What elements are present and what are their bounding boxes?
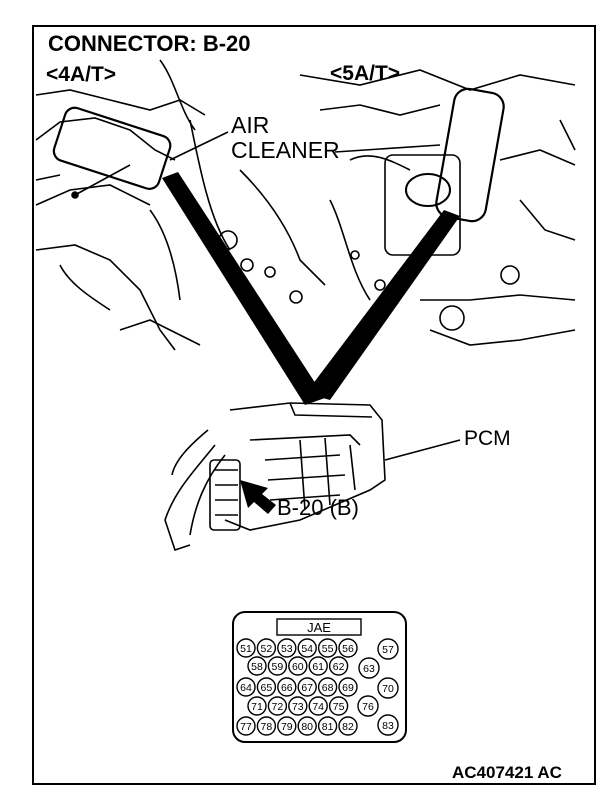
pin-67: 67 [297, 677, 317, 697]
pin-61: 61 [308, 656, 328, 676]
svg-text:66: 66 [281, 682, 293, 694]
right-engine-bay-sketch [299, 69, 576, 346]
svg-text:51: 51 [240, 643, 252, 655]
svg-text:64: 64 [240, 682, 252, 694]
pin-74: 74 [308, 696, 328, 716]
svg-text:71: 71 [251, 701, 263, 713]
pin-65: 65 [256, 677, 277, 697]
air-cleaner-label-line1: AIR [231, 112, 270, 138]
svg-text:80: 80 [301, 721, 313, 733]
pin-52: 52 [256, 638, 277, 658]
svg-text:61: 61 [312, 661, 324, 673]
svg-text:73: 73 [292, 701, 304, 713]
svg-text:67: 67 [301, 682, 313, 694]
pin-56: 56 [338, 638, 358, 658]
svg-text:63: 63 [363, 663, 375, 675]
pin-57: 57 [377, 638, 399, 660]
pinout-header: JAE [307, 620, 331, 635]
svg-text:69: 69 [342, 682, 354, 694]
figure-frame [32, 25, 596, 785]
svg-text:75: 75 [333, 701, 345, 713]
pin-68: 68 [317, 677, 338, 697]
pin-55: 55 [317, 638, 338, 658]
pin-66: 66 [277, 677, 297, 697]
figure-code: AC407421 AC [452, 763, 562, 782]
pin-80: 80 [297, 716, 317, 736]
svg-text:77: 77 [240, 721, 252, 733]
pin-75: 75 [328, 696, 349, 716]
connector-location-pointer [162, 172, 460, 405]
svg-text:65: 65 [261, 682, 273, 694]
svg-text:78: 78 [261, 721, 273, 733]
pcm-illustration [164, 402, 461, 552]
svg-text:62: 62 [333, 661, 345, 673]
pin-64: 64 [236, 677, 256, 697]
pin-83: 83 [377, 714, 399, 736]
pin-69: 69 [338, 677, 358, 697]
b20-arrow [240, 480, 276, 514]
svg-text:55: 55 [322, 643, 334, 655]
svg-text:59: 59 [272, 661, 284, 673]
svg-text:57: 57 [382, 644, 394, 656]
svg-text:83: 83 [382, 720, 394, 732]
pin-70: 70 [377, 677, 399, 699]
svg-text:72: 72 [272, 701, 284, 713]
pin-58: 58 [247, 656, 267, 676]
pin-79: 79 [277, 716, 297, 736]
pin-71: 71 [247, 696, 267, 716]
pin-82: 82 [338, 716, 358, 736]
svg-text:74: 74 [312, 701, 324, 713]
svg-text:76: 76 [362, 701, 374, 713]
svg-text:79: 79 [281, 721, 293, 733]
svg-text:53: 53 [281, 643, 293, 655]
connector-label: B-20 (B) [277, 495, 359, 520]
pin-81: 81 [317, 716, 338, 736]
left-view-label: <4A/T> [46, 63, 117, 86]
right-view-label: <5A/T> [330, 62, 401, 85]
svg-text:54: 54 [301, 643, 313, 655]
svg-text:82: 82 [342, 721, 354, 733]
pin-53: 53 [277, 638, 297, 658]
pin-76: 76 [357, 695, 379, 717]
connector-title: CONNECTOR: B-20 [48, 31, 251, 56]
pin-54: 54 [297, 638, 317, 658]
svg-text:81: 81 [322, 721, 334, 733]
pinout-face [232, 611, 407, 743]
pin-60: 60 [288, 656, 308, 676]
air-cleaner-label-line2: CLEANER [231, 137, 340, 163]
air-cleaner-leaders [169, 131, 441, 161]
svg-text:68: 68 [322, 682, 334, 694]
svg-text:56: 56 [342, 643, 354, 655]
pin-77: 77 [236, 716, 256, 736]
pin-62: 62 [328, 656, 349, 676]
pin-63: 63 [358, 657, 380, 679]
svg-text:58: 58 [251, 661, 263, 673]
pin-78: 78 [256, 716, 277, 736]
svg-text:52: 52 [261, 643, 273, 655]
svg-text:60: 60 [292, 661, 304, 673]
pin-72: 72 [267, 696, 288, 716]
pin-73: 73 [288, 696, 308, 716]
pin-59: 59 [267, 656, 288, 676]
pin-51: 51 [236, 638, 256, 658]
left-engine-bay-sketch [35, 59, 326, 351]
pcm-label: PCM [464, 427, 511, 450]
svg-text:70: 70 [382, 683, 394, 695]
